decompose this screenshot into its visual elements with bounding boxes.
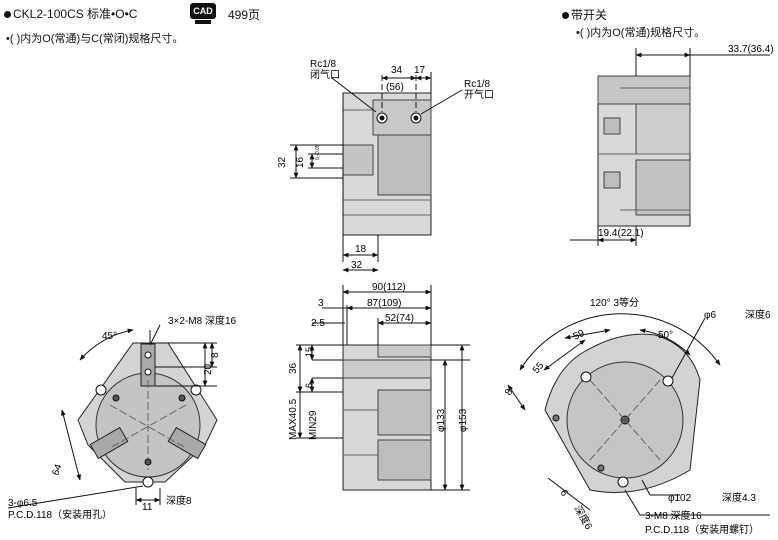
header-note: •( )内为O(常通)与C(常闭)规格尺寸。	[6, 33, 184, 45]
dim-133: φ133	[436, 408, 447, 432]
dim-switch-top: 33.7(36.4)	[728, 44, 774, 55]
dim-32-bottom: 32	[351, 260, 363, 271]
dim-102: φ102	[668, 493, 692, 504]
bullet-icon	[562, 12, 569, 19]
switch-note: •( )内为O(常通)规格尺寸。	[576, 27, 706, 39]
dim-59: 59	[572, 328, 587, 343]
dim-3: 3	[318, 298, 324, 309]
top-view	[290, 72, 463, 273]
dim-153: φ153	[458, 408, 469, 432]
dim-r6: 6	[557, 488, 570, 499]
dim-pcd: P.C.D.118（安装用孔）	[8, 508, 112, 521]
switch-title: 带开关	[562, 6, 607, 23]
dim-34: 34	[391, 65, 403, 76]
dim-phi6-depth: 深度6	[745, 308, 771, 321]
dim-18: 18	[355, 244, 367, 255]
dim-55: 55	[531, 360, 547, 376]
dim-20: 20	[203, 363, 214, 375]
port-open-label: Rc1/8	[464, 79, 491, 90]
dim-56: (56)	[386, 82, 404, 93]
dim-depth8: 深度8	[166, 494, 192, 507]
port-closed-label: Rc1/8	[310, 59, 337, 70]
dim-max: MAX40.5	[288, 398, 299, 440]
dim-15: 15	[304, 347, 314, 357]
bullet-icon	[4, 11, 11, 18]
dim-16-tol: 0 -0.05	[315, 144, 321, 160]
dim-87: 87(109)	[367, 298, 401, 309]
dim-52: 52(74)	[385, 313, 414, 324]
port-closed-desc: 闭气口	[310, 68, 340, 81]
dim-depth6: 深度6	[571, 503, 595, 532]
dim-6: 6	[304, 383, 314, 388]
model-title: CKL2-100CS 标准•O•C	[13, 7, 138, 21]
rear-view	[507, 313, 770, 516]
dim-102-depth: 深度4.3	[722, 491, 756, 504]
port-open-desc: 开气口	[464, 88, 494, 101]
switch-title-text: 带开关	[571, 8, 608, 22]
dim-11: 11	[142, 502, 153, 513]
dim-hole: 3-φ6.5	[8, 498, 38, 509]
dim-32-left: 32	[277, 156, 288, 168]
cad-icon[interactable]: CAD	[190, 3, 216, 25]
dim-switch-bottom: 19.4(22.1)	[598, 228, 644, 239]
dim-90: 90(112)	[372, 282, 406, 293]
dim-min: MIN29	[308, 410, 319, 440]
dim-8: 8	[210, 352, 221, 358]
dim-phi6: φ6	[704, 310, 716, 321]
dim-2-5: 2.5	[311, 318, 325, 329]
dim-50: 50°	[658, 330, 673, 341]
side-view	[296, 285, 470, 491]
dim-m8: 3-M8 深度16	[645, 509, 702, 522]
dim-17: 17	[414, 65, 426, 76]
dim-16: 16	[295, 156, 306, 168]
switch-view	[570, 48, 770, 246]
dim-45: 45°	[102, 331, 117, 342]
dim-rear-pcd: P.C.D.118（安装用螺钉）	[645, 523, 759, 536]
dim-3x2m8: 3×2-M8 深度16	[168, 314, 237, 327]
dim-r8: 8	[503, 387, 516, 398]
page-ref[interactable]: 499页	[228, 8, 261, 22]
dim-64: 64	[50, 462, 64, 477]
cad-label: CAD	[190, 3, 216, 19]
dim-120: 120° 3等分	[590, 296, 639, 309]
page-title: CKL2-100CS 标准•O•C	[4, 5, 137, 22]
front-view	[7, 324, 218, 509]
dim-36: 36	[288, 362, 299, 374]
